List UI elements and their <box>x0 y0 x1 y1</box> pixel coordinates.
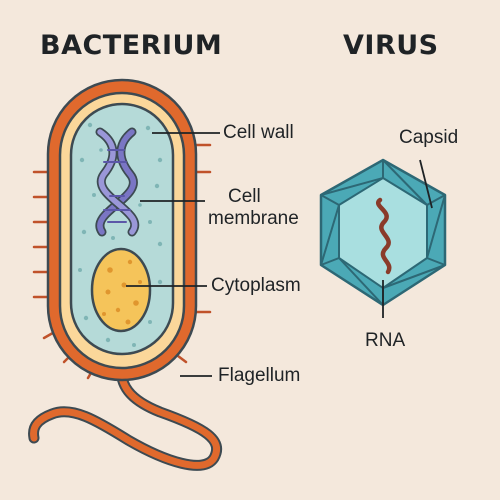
leader-lines <box>126 132 220 377</box>
cytoplasm-body-granules <box>102 259 142 325</box>
label-cell-wall: Cell wall <box>223 122 294 143</box>
capsid-facets <box>320 159 446 306</box>
label-cytoplasm: Cytoplasm <box>211 275 301 296</box>
label-rna: RNA <box>365 330 406 351</box>
cytoplasm-granules <box>78 122 163 347</box>
label-capsid: Capsid <box>399 127 459 148</box>
virus-title: VIRUS <box>343 30 439 61</box>
bacterium-title: BACTERIUM <box>40 30 223 61</box>
virus <box>319 158 447 318</box>
dna-helix <box>95 127 140 237</box>
rna-strand <box>376 197 392 275</box>
capsid-leader <box>419 159 433 209</box>
cytoplasm-body <box>90 247 152 333</box>
label-flagellum: Flagellum <box>218 365 301 386</box>
label-cell-membrane-line1: Cell <box>228 186 261 207</box>
bacterium <box>28 78 223 471</box>
label-cell-membrane-line2: membrane <box>208 208 299 229</box>
